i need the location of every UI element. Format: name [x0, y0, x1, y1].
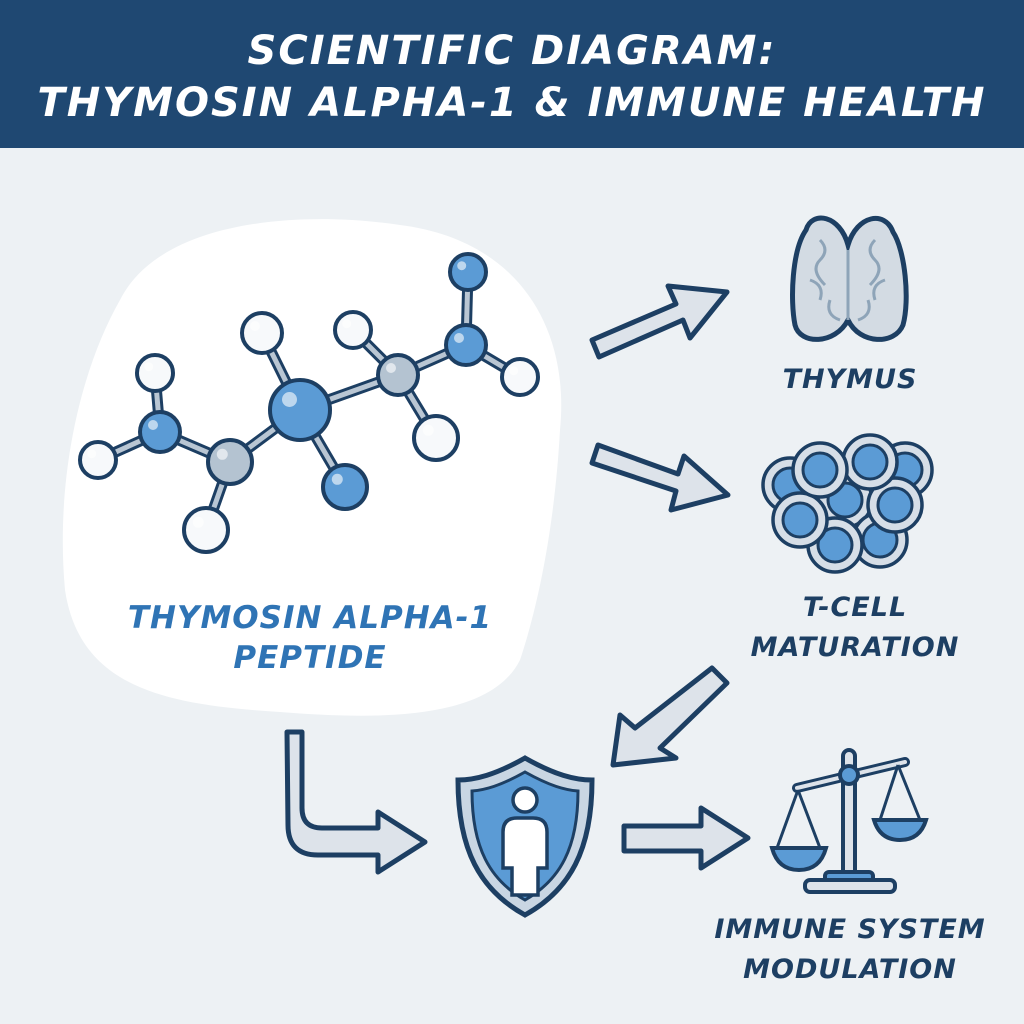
- peptide-label-line-1: THYMOSIN ALPHA-1: [127, 600, 493, 636]
- molecule-atom: [206, 438, 254, 486]
- molecule-atom: [240, 311, 284, 355]
- molecule-atom: [376, 353, 420, 397]
- tcell-label-line-2: MATURATION: [750, 632, 960, 663]
- molecule-atom: [448, 252, 488, 292]
- molecule-atom: [412, 414, 460, 462]
- title-line-2: THYMOSIN ALPHA-1 & IMMUNE HEALTH: [37, 80, 987, 126]
- molecule-atoms: [78, 252, 540, 554]
- peptide-label-line-2: PEPTIDE: [233, 640, 387, 676]
- molecule-atom: [321, 463, 369, 511]
- balance-scale-icon: [769, 748, 929, 894]
- t-cell-cluster-icon: [761, 433, 934, 574]
- immune-label-line-2: MODULATION: [743, 954, 957, 985]
- arrow-to-tcell: [589, 442, 731, 513]
- molecule-atom: [444, 323, 488, 367]
- tcell-label-line-1: T-CELL: [802, 592, 908, 623]
- immune-label-line-1: IMMUNE SYSTEM: [714, 914, 986, 945]
- shield-person-icon: [455, 755, 595, 918]
- peptide-label: THYMOSIN ALPHA-1 PEPTIDE: [80, 598, 540, 678]
- title-line-1: SCIENTIFIC DIAGRAM:: [247, 28, 777, 74]
- molecule-atom: [268, 378, 332, 442]
- thymus-label: THYMUS: [782, 364, 918, 395]
- header-banner: SCIENTIFIC DIAGRAM: THYMOSIN ALPHA-1 & I…: [0, 0, 1024, 148]
- peptide-background-blob: [62, 219, 562, 716]
- molecule-atom: [500, 357, 540, 397]
- molecule-atom: [138, 410, 182, 454]
- immune-label: IMMUNE SYSTEM MODULATION: [700, 910, 1000, 990]
- arrow-shield-to-scales: [621, 805, 751, 871]
- arrow-to-thymus: [589, 283, 730, 360]
- thymus-icon: [790, 215, 909, 342]
- molecule-atom: [135, 353, 175, 393]
- arrow-peptide-to-shield: [284, 729, 428, 875]
- molecule-atom: [78, 440, 118, 480]
- tcell-label: T-CELL MATURATION: [720, 588, 990, 668]
- arrow-tcell-to-shield: [610, 665, 730, 768]
- molecule-atom: [182, 506, 230, 554]
- molecule-atom: [333, 310, 373, 350]
